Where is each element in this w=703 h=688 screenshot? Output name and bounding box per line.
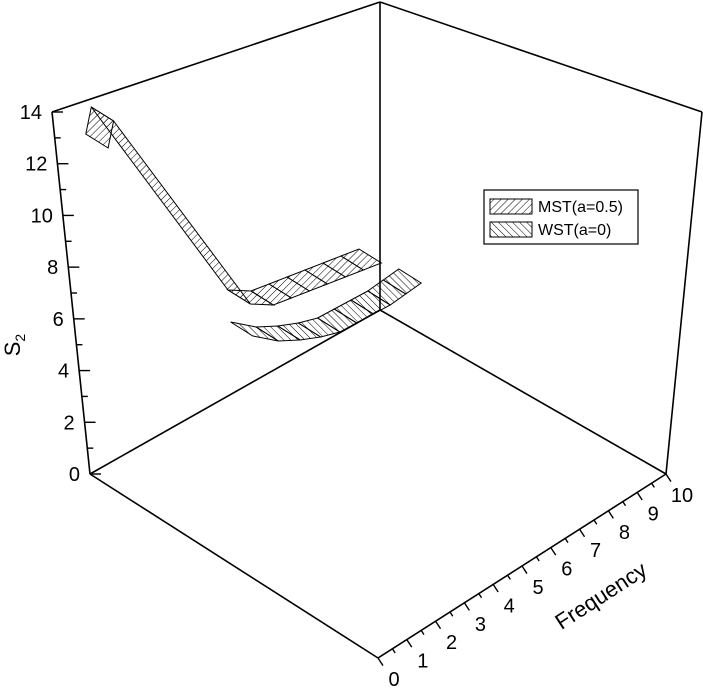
- plot-box-frame: [51, 1, 703, 659]
- x-major-tick: [463, 602, 470, 611]
- y-tick-label: 0: [69, 464, 80, 486]
- y-tick-label: 6: [53, 309, 64, 331]
- x-minor-tick: [478, 593, 483, 599]
- x-tick-label: 10: [671, 485, 693, 507]
- x-tick-label: 1: [417, 651, 428, 673]
- floor-back-right-edge: [379, 309, 667, 475]
- series-mst: [85, 106, 383, 306]
- floor-front-left-edge: [89, 473, 379, 659]
- x-minor-tick: [391, 648, 396, 654]
- x-minor-tick: [420, 630, 425, 635]
- x-tick-label: 2: [446, 632, 457, 654]
- y-tick-label: 14: [20, 102, 42, 124]
- legend-label-mst: MST(a=0.5): [538, 199, 623, 216]
- x-major-tick: [521, 565, 528, 574]
- x-tick-label: 9: [648, 503, 659, 525]
- x-major-tick: [665, 473, 672, 482]
- x-minor-tick: [622, 501, 627, 507]
- x-minor-tick: [507, 574, 511, 580]
- x-tick-label: 6: [561, 559, 572, 581]
- x-tick-label: 7: [590, 540, 601, 562]
- y-tick-label: 4: [58, 361, 69, 383]
- ribbon-segment-mst: [90, 106, 251, 305]
- legend-label-wst: WST(a=0): [538, 222, 611, 239]
- legend: MST(a=0.5) WST(a=0): [483, 189, 639, 245]
- x-major-tick: [435, 620, 442, 630]
- back-wall-right-top: [379, 1, 703, 113]
- x-major-tick: [406, 639, 413, 648]
- series-wst: [230, 268, 423, 342]
- y-tick-label: 2: [63, 412, 74, 434]
- series-layer: [85, 106, 423, 342]
- y-tick-label: 12: [25, 154, 47, 176]
- legend-swatch-wst: [489, 221, 533, 238]
- x-tick-label: 5: [532, 577, 543, 599]
- x-major-tick: [636, 492, 643, 501]
- x-major-tick: [579, 528, 586, 538]
- x-tick-label: 0: [388, 669, 399, 688]
- y-tick-label: 10: [31, 205, 53, 227]
- x-major-tick: [550, 547, 557, 556]
- x-minor-tick: [535, 556, 540, 562]
- back-wall-right-vertical: [665, 111, 703, 475]
- x-major-tick: [607, 510, 614, 519]
- x-minor-tick: [564, 538, 569, 543]
- y-axis-title: S2: [0, 334, 28, 357]
- x-minor-tick: [593, 519, 598, 525]
- back-wall-left-top: [51, 1, 381, 113]
- legend-swatch-mst: [489, 198, 533, 215]
- x-tick-label: 8: [619, 522, 630, 544]
- floor-back-left-edge: [89, 309, 381, 475]
- x-minor-tick: [651, 482, 655, 488]
- y-axis: 0 2 4 6 8 10 12 14: [20, 102, 101, 486]
- ribbon-segment-wst: [382, 268, 423, 295]
- x-minor-tick: [449, 611, 454, 617]
- y-tick-label: 8: [47, 257, 58, 279]
- x-tick-label: 3: [475, 614, 486, 636]
- ribbon-segment-mst: [339, 248, 383, 271]
- x-major-tick: [492, 584, 499, 593]
- x-tick-label: 4: [504, 595, 515, 617]
- x-major-tick: [377, 657, 384, 666]
